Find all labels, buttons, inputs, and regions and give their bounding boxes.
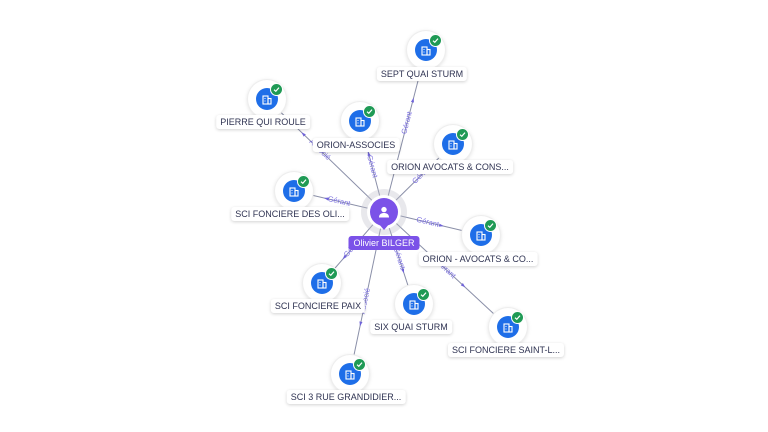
check-badge-icon	[417, 288, 430, 301]
edge-arrow-six-quai-sturm	[401, 268, 405, 274]
edge-arrow-sept-quai-sturm	[410, 97, 414, 103]
person-halo	[361, 189, 407, 235]
company-label-sci-3-rue-grandidier[interactable]: SCI 3 RUE GRANDIDIER...	[286, 390, 406, 404]
company-label-orion-avocats-cons[interactable]: ORION AVOCATS & CONS...	[387, 160, 513, 174]
person-pointer	[378, 223, 390, 230]
company-label-sci-fonciere-paix[interactable]: SCI FONCIERE PAIX	[270, 299, 366, 313]
edge-label-orion-avocats-co: Gérant	[416, 215, 441, 229]
check-badge-icon	[270, 83, 283, 96]
company-label-orion-avocats-co[interactable]: ORION - AVOCATS & CO...	[418, 252, 538, 266]
person-icon	[370, 198, 398, 226]
company-label-orion-associes[interactable]: ORION-ASSOCIES	[312, 138, 400, 152]
check-badge-icon	[353, 358, 366, 371]
edge-arrow-pierre-qui-roule	[301, 132, 306, 137]
check-badge-icon	[456, 128, 469, 141]
check-badge-icon	[325, 267, 338, 280]
check-badge-icon	[484, 219, 497, 232]
edge-arrow-sci-fonciere-des-oli	[323, 197, 329, 201]
check-badge-icon	[429, 34, 442, 47]
edge-arrow-orion-associes	[367, 151, 371, 157]
company-label-pierre-qui-roule[interactable]: PIERRE QUI ROULE	[216, 115, 310, 129]
person-name-label[interactable]: Olivier BILGER	[348, 236, 420, 250]
edge-arrow-sci-fonciere-saint-l	[460, 283, 466, 288]
edge-label-orion-associes: Gérant	[365, 154, 380, 179]
edge-arrow-sci-3-rue-grandidier	[359, 321, 363, 327]
company-label-sept-quai-sturm[interactable]: SEPT QUAI STURM	[376, 67, 468, 81]
edge-label-sept-quai-sturm: Gérant	[399, 110, 414, 135]
check-badge-icon	[511, 311, 524, 324]
edge-sci-fonciere-saint-l	[383, 211, 509, 328]
company-label-sci-fonciere-saint-l[interactable]: SCI FONCIERE SAINT-L...	[447, 343, 565, 357]
edge-arrow-orion-avocats-co	[438, 223, 444, 227]
company-label-sci-fonciere-des-oli[interactable]: SCI FONCIERE DES OLI...	[231, 207, 349, 221]
company-label-six-quai-sturm[interactable]: SIX QUAI STURM	[370, 320, 452, 334]
edge-arrow-sci-fonciere-paix	[342, 254, 347, 260]
check-badge-icon	[363, 105, 376, 118]
check-badge-icon	[297, 175, 310, 188]
